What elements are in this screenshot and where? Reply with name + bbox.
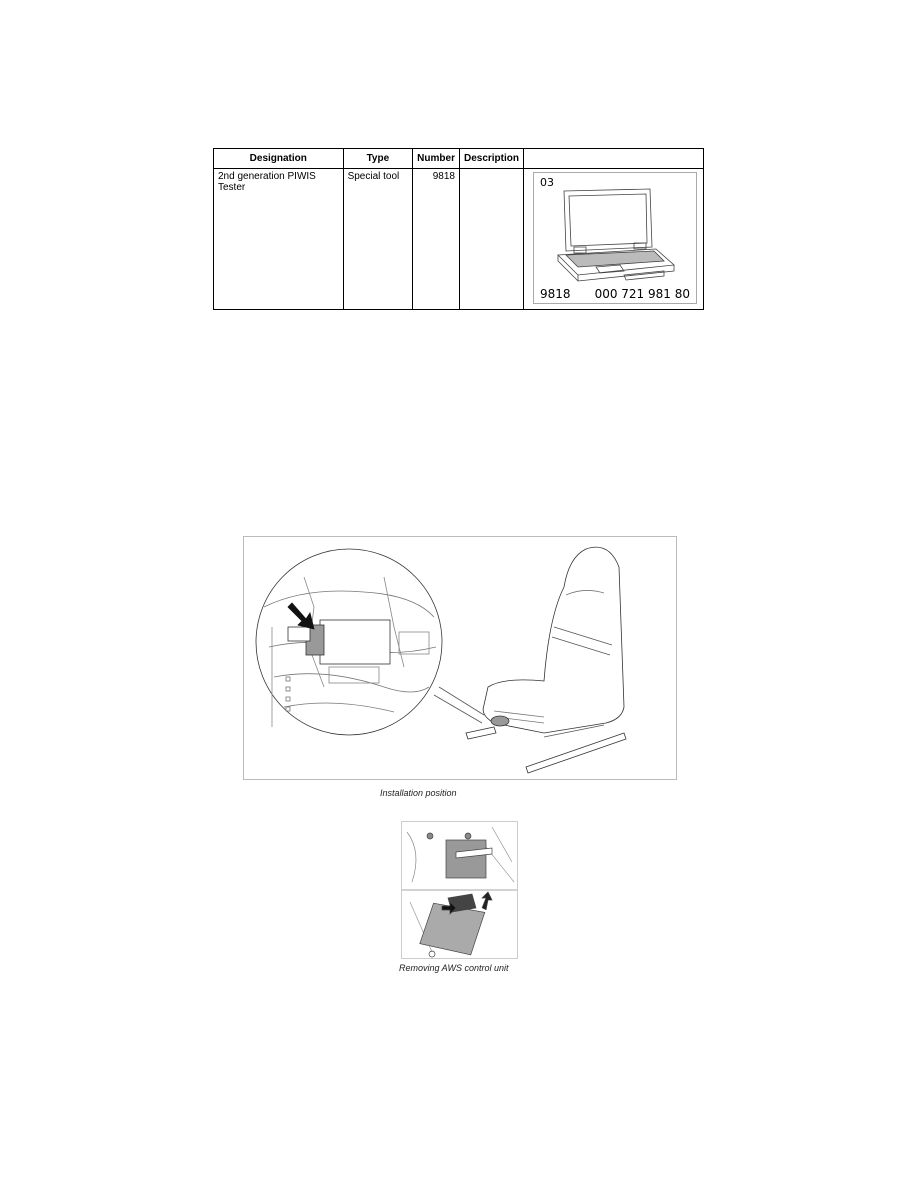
control-unit-removal-illustration	[402, 826, 517, 958]
header-description: Description	[458, 148, 525, 169]
installation-position-caption: Installation position	[380, 788, 457, 798]
header-type: Type	[342, 148, 414, 169]
tool-image-code: 03	[540, 176, 554, 189]
special-tools-table: Designation Type Number Description 2nd …	[213, 148, 704, 310]
installation-position-figure	[243, 536, 677, 780]
removing-aws-control-unit-caption: Removing AWS control unit	[399, 963, 509, 973]
removing-aws-control-unit-figure	[401, 821, 518, 959]
seat-installation-illustration	[255, 546, 627, 774]
header-designation: Designation	[213, 148, 344, 169]
cell-number: 9818	[412, 168, 460, 310]
cell-description	[458, 168, 525, 310]
tool-image-part-number: 000 721 981 80	[594, 287, 690, 301]
cell-type: Special tool	[342, 168, 414, 310]
header-number: Number	[412, 148, 460, 169]
tool-image-frame: 03 9818 000 721 981 80	[533, 172, 697, 304]
laptop-icon	[557, 188, 675, 282]
header-image	[523, 148, 704, 169]
table-row: 2nd generation PIWIS Tester Special tool…	[213, 168, 704, 310]
cell-designation: 2nd generation PIWIS Tester	[213, 168, 344, 310]
cell-tool-image: 03 9818 000 721 981 80	[523, 168, 704, 310]
table-header-row: Designation Type Number Description	[213, 148, 704, 169]
tool-image-tool-number: 9818	[540, 287, 571, 301]
